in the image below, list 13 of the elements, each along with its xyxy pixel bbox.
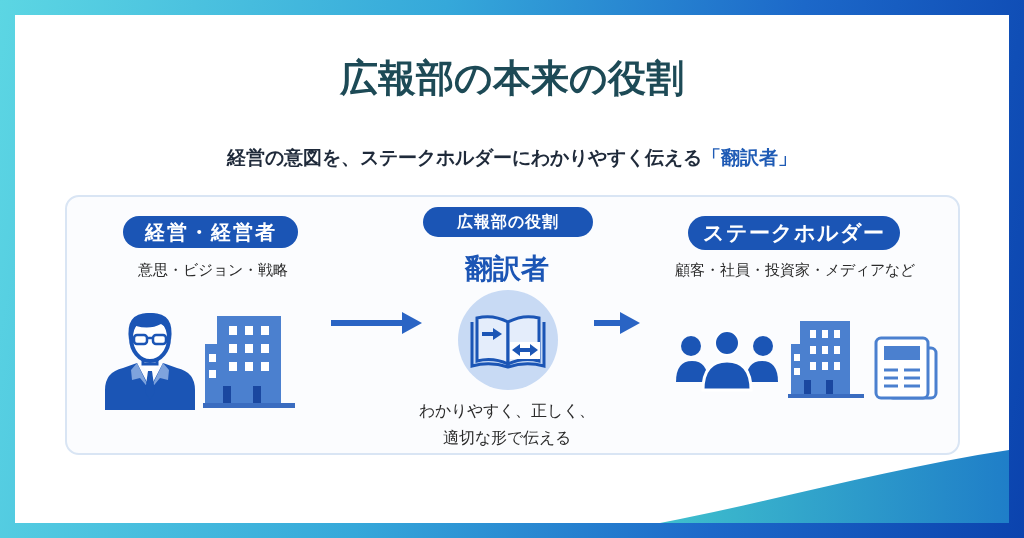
role-heading: 翻訳者	[464, 251, 550, 287]
people-building-newspaper-illustration	[676, 320, 938, 400]
subtitle: 経営の意図を、ステークホルダーにわかりやすく伝える「翻訳者」	[225, 145, 798, 170]
node-label: わかりやすく、正しく、適切な形で伝える	[418, 400, 596, 449]
heading-pill: 広報部の役割	[423, 207, 593, 237]
subheading: 顧客・社員・投資家・メディアなど	[674, 260, 916, 281]
heading-pill: 経営・経営者	[123, 216, 298, 248]
title: 広報部の本来の役割	[339, 55, 685, 101]
arrow	[594, 312, 640, 334]
heading-pill: ステークホルダー	[688, 216, 900, 250]
subheading: 意思・ビジョン・戦略	[137, 260, 289, 281]
arrow	[331, 312, 422, 334]
book-icon	[458, 290, 558, 390]
